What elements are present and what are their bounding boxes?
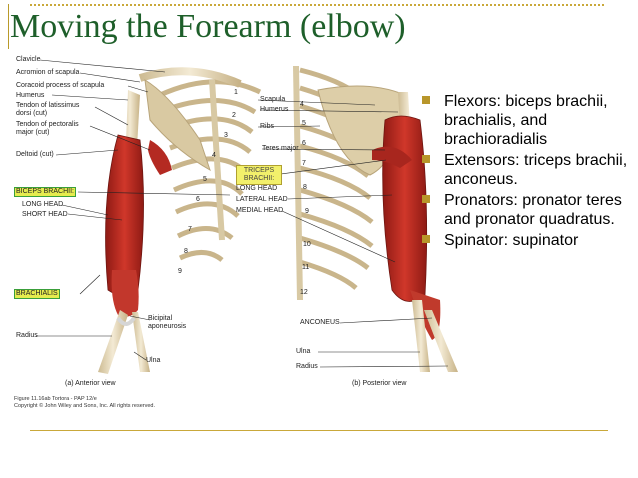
scapula-anterior-shape <box>144 79 211 172</box>
label-biceps-brachii: BICEPS BRACHII: <box>14 187 76 197</box>
label-ribs: Ribs <box>260 123 275 130</box>
bullet-square-icon <box>422 195 430 203</box>
label-latissimus: Tendon of latissimus dorsi (cut) <box>16 102 80 117</box>
bullet-item: Flexors: biceps brachii, brachialis, and… <box>420 92 635 149</box>
label-humerus-posterior: Humerus <box>260 106 289 113</box>
bullet-item: Spinator: supinator <box>420 231 635 250</box>
label-bicipital-aponeurosis: Bicipital aponeurosis <box>148 315 187 330</box>
frame-left-rule <box>8 4 9 49</box>
anterior-radius-shape <box>98 310 128 374</box>
label-biceps-short-head: SHORT HEAD <box>22 211 68 218</box>
rib-number: 5 <box>203 176 207 183</box>
teres-major-shape <box>372 146 412 168</box>
rib-number: 4 <box>300 101 304 108</box>
caption-posterior-view: (b) Posterior view <box>352 380 407 387</box>
sternum-shape <box>209 79 225 241</box>
rib-number: 6 <box>302 140 306 147</box>
label-clavicle: Clavicle <box>16 56 41 63</box>
label-biceps-long-head: LONG HEAD <box>22 201 64 208</box>
bullet-square-icon <box>422 235 430 243</box>
rib-number: 7 <box>188 226 192 233</box>
label-triceps-medial-head: MEDIAL HEAD <box>236 207 284 214</box>
brachialis-shape <box>111 270 139 317</box>
bullet-text: Extensors: triceps brachii, anconeus. <box>444 152 628 188</box>
rib-number: 6 <box>196 196 200 203</box>
frame-bottom-rule <box>30 430 608 431</box>
rib-number: 12 <box>300 289 308 296</box>
label-triceps-lateral-head: LATERAL HEAD <box>236 196 288 203</box>
label-scapula: Scapula <box>260 96 286 103</box>
rib-number: 8 <box>303 184 307 191</box>
bullet-square-icon <box>422 155 430 163</box>
label-pectoralis: Tendon of pectoralis major (cut) <box>16 121 79 136</box>
bullet-square-icon <box>422 96 430 104</box>
figure-reference: Figure 11.16ab Tortora - PAP 12/e <box>14 396 97 402</box>
rib-number: 9 <box>178 268 182 275</box>
rib-number: 9 <box>305 208 309 215</box>
rib-number: 3 <box>224 132 228 139</box>
anterior-ulna-shape <box>132 312 150 372</box>
bullet-text: Flexors: biceps brachii, brachialis, and… <box>444 93 608 148</box>
bullet-text: Spinator: supinator <box>444 232 579 249</box>
slide-title: Moving the Forearm (elbow) <box>10 8 406 45</box>
label-humerus-anterior: Humerus <box>16 92 45 99</box>
rib-number: 11 <box>302 264 310 271</box>
label-teres-major: Teres major <box>262 145 299 152</box>
label-triceps-brachii: TRICEPS BRACHII: <box>236 165 282 185</box>
caption-anterior-view: (a) Anterior view <box>65 380 116 387</box>
label-radius-posterior: Radius <box>296 363 318 370</box>
rib-number: 7 <box>302 160 306 167</box>
rib-number: 5 <box>302 120 306 127</box>
bullet-list: Flexors: biceps brachii, brachialis, and… <box>420 92 635 252</box>
frame-top-rule <box>30 4 605 6</box>
rib-number: 1 <box>234 89 238 96</box>
label-brachialis: BRACHIALIS <box>14 289 60 299</box>
label-triceps-long-head: LONG HEAD <box>236 185 278 192</box>
bicipital-aponeurosis-shape <box>116 316 136 326</box>
bullet-item: Extensors: triceps brachii, anconeus. <box>420 151 635 189</box>
rib-number: 2 <box>232 112 236 119</box>
label-deltoid: Deltoid (cut) <box>16 151 54 158</box>
anterior-leader-lines <box>36 59 231 361</box>
posterior-radius-shape <box>424 310 458 372</box>
posterior-ulna-shape <box>412 300 430 372</box>
label-anconeus: ANCONEUS <box>300 319 340 326</box>
clavicle-shape <box>138 67 242 88</box>
label-ulna-posterior: Ulna <box>296 348 311 355</box>
bullet-item: Pronators: pronator teres and pronator q… <box>420 191 635 229</box>
bullet-text: Pronators: pronator teres and pronator q… <box>444 192 622 228</box>
posterior-leader-lines <box>235 99 449 368</box>
copyright-notice: Copyright © John Wiley and Sons, Inc. Al… <box>14 403 156 409</box>
label-ulna-anterior: Ulna <box>146 357 161 364</box>
figure-credit: Figure 11.16ab Tortora - PAP 12/e Copyri… <box>14 396 155 410</box>
label-coracoid: Coracoid process of scapula <box>16 82 105 89</box>
rib-number: 4 <box>212 152 216 159</box>
spine-shape <box>293 65 303 301</box>
rib-number: 8 <box>184 248 188 255</box>
label-acromion: Acromion of scapula <box>16 69 80 76</box>
pectoralis-tendon-shape <box>148 140 172 175</box>
label-radius-anterior: Radius <box>16 332 38 339</box>
rib-number: 10 <box>303 241 311 248</box>
